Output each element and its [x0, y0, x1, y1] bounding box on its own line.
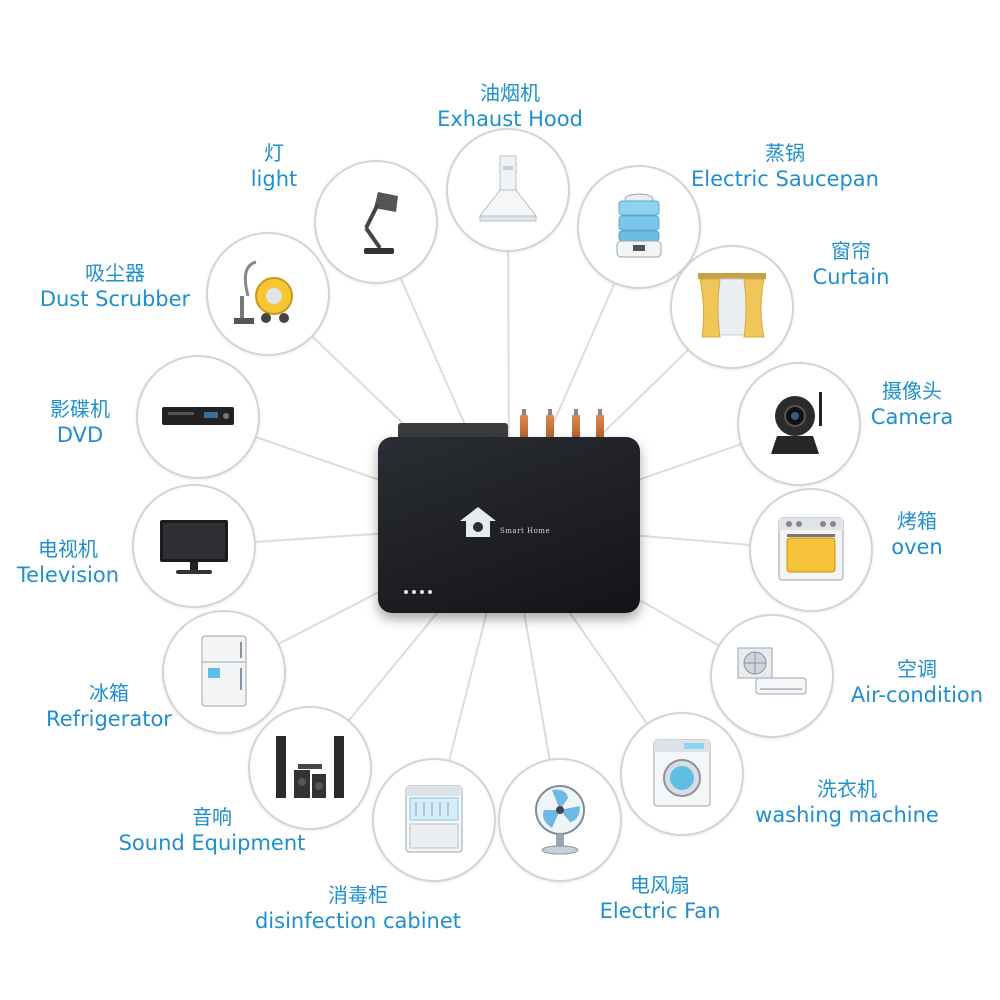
smart-home-hub[interactable] — [378, 437, 640, 613]
status-led-4 — [428, 590, 432, 594]
label-dust-scrubber: 吸尘器 Dust Scrubber — [39, 261, 191, 311]
device-node-disinfection-cabinet[interactable] — [372, 758, 496, 882]
lamp-icon — [364, 192, 398, 254]
label-light: 灯 light — [250, 141, 298, 191]
device-node-light[interactable] — [314, 160, 438, 284]
label-oven: 烤箱 oven — [891, 509, 943, 559]
exhaust-hood-icon — [478, 155, 538, 222]
vacuum-icon — [234, 260, 293, 324]
speaker-icon — [276, 736, 344, 798]
label-exhaust-hood: 油烟机 Exhaust Hood — [437, 81, 583, 131]
status-led-1 — [404, 590, 408, 594]
device-node-electric-saucepan[interactable] — [577, 165, 701, 289]
device-node-television[interactable] — [132, 484, 256, 608]
device-node-dvd[interactable] — [136, 355, 260, 479]
label-washing-machine: 洗衣机 washing machine — [755, 777, 939, 827]
label-electric-fan: 电风扇 Electric Fan — [599, 873, 721, 923]
device-node-oven[interactable] — [749, 488, 873, 612]
antenna-3 — [572, 409, 580, 440]
device-node-sound-equipment[interactable] — [248, 706, 372, 830]
device-node-electric-fan[interactable] — [498, 758, 622, 882]
hub-brand-text: Smart Home — [500, 527, 551, 535]
device-node-refrigerator[interactable] — [162, 610, 286, 734]
hub-rear-ports — [398, 423, 508, 441]
label-disinfection-cabinet: 消毒柜 disinfection cabinet — [254, 883, 462, 933]
television-icon — [160, 520, 228, 574]
device-node-dust-scrubber[interactable] — [206, 232, 330, 356]
label-camera: 摄像头 Camera — [870, 379, 954, 429]
label-refrigerator: 冰箱 Refrigerator — [46, 681, 172, 731]
air-conditioner-icon — [737, 647, 807, 695]
steamer-icon — [616, 193, 662, 258]
label-sound-equipment: 音响 Sound Equipment — [118, 805, 306, 855]
dvd-player-icon — [162, 407, 234, 425]
device-node-exhaust-hood[interactable] — [446, 128, 570, 252]
curtain-icon — [698, 273, 766, 338]
device-node-camera[interactable] — [737, 362, 861, 486]
label-electric-saucepan: 蒸锅 Electric Saucepan — [691, 141, 879, 191]
refrigerator-icon — [201, 635, 247, 707]
label-television: 电视机 Television — [16, 537, 120, 587]
house-logo-icon — [460, 507, 496, 537]
antenna-1 — [520, 409, 528, 440]
antenna-4 — [596, 409, 604, 440]
fan-icon — [535, 785, 585, 855]
status-led-3 — [420, 590, 424, 594]
camera-icon — [771, 392, 822, 454]
label-dvd: 影碟机 DVD — [50, 397, 110, 447]
label-curtain: 窗帘 Curtain — [812, 239, 890, 289]
oven-icon — [778, 517, 844, 581]
device-node-air-condition[interactable] — [710, 614, 834, 738]
antenna-2 — [546, 409, 554, 440]
dishwasher-icon — [405, 785, 463, 853]
device-node-curtain[interactable] — [670, 245, 794, 369]
device-node-washing-machine[interactable] — [620, 712, 744, 836]
label-air-condition: 空调 Air-condition — [850, 657, 984, 707]
washing-machine-icon — [653, 739, 711, 807]
status-led-2 — [412, 590, 416, 594]
